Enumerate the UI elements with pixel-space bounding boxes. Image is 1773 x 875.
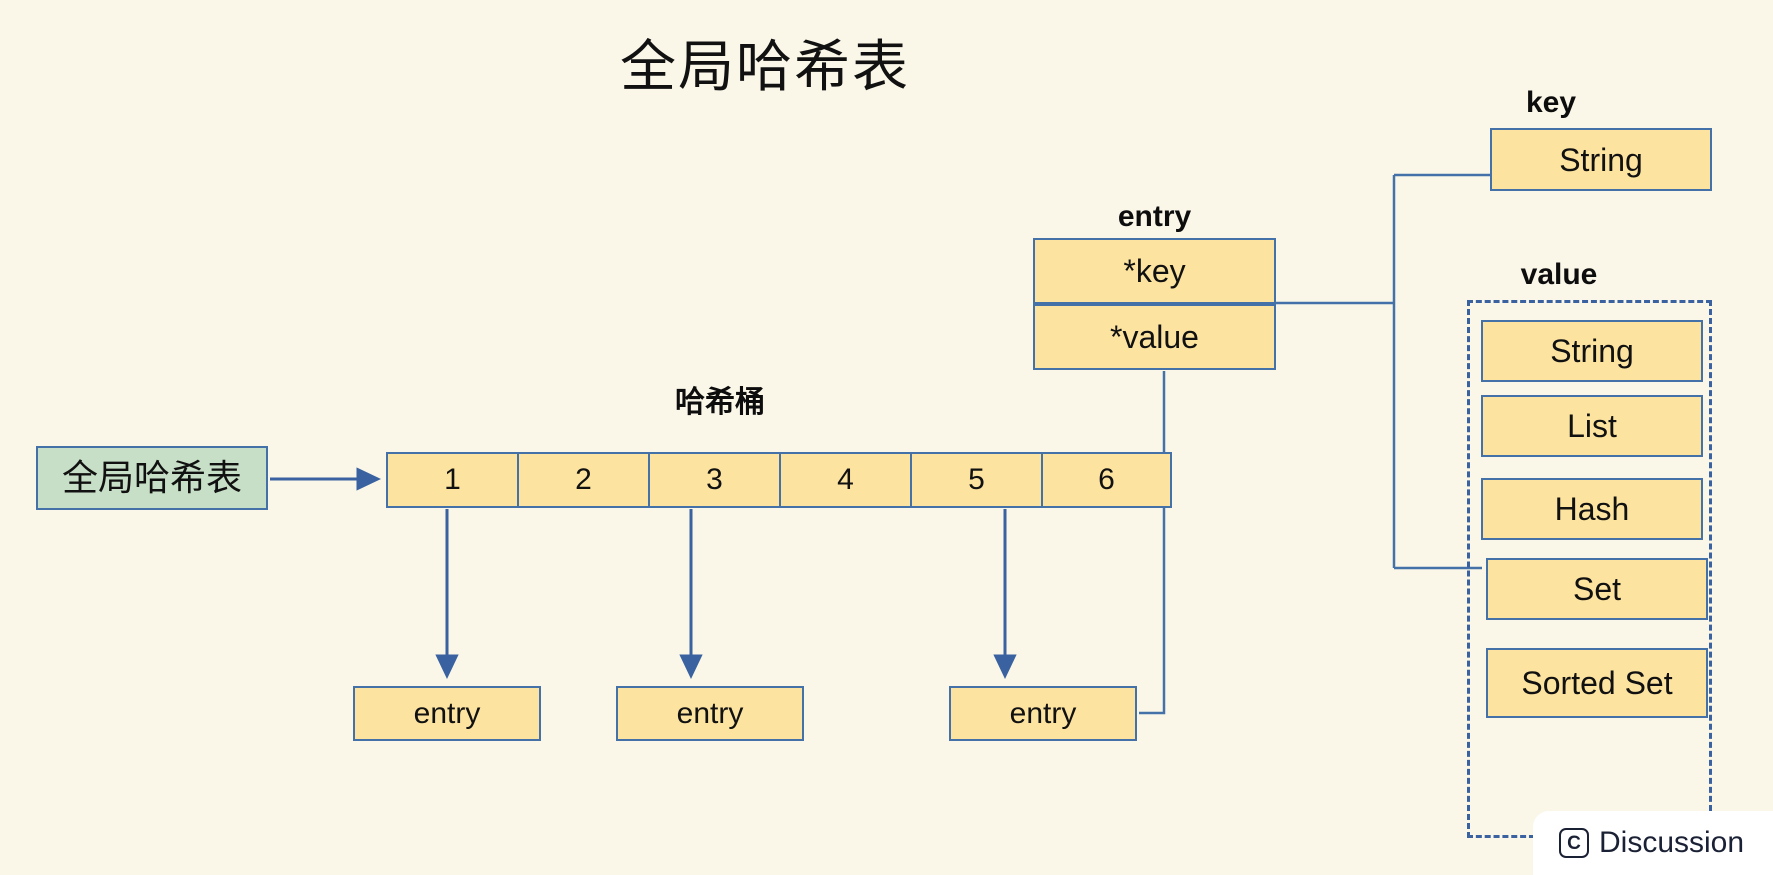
page-title: 全局哈希表 (620, 35, 910, 98)
value-type-set[interactable]: Set (1486, 558, 1708, 620)
value-group-caption: value (1520, 258, 1598, 291)
entry-box-2[interactable]: entry (616, 686, 804, 741)
entry-box-1[interactable]: entry (353, 686, 541, 741)
bucket-cell-5[interactable]: 5 (910, 452, 1041, 508)
value-type-sorted-set[interactable]: Sorted Set (1486, 648, 1708, 718)
discussion-overlay[interactable]: C Discussion (1533, 811, 1773, 875)
bucket-cell-2[interactable]: 2 (517, 452, 648, 508)
discussion-label: Discussion (1599, 826, 1745, 859)
bucket-cell-3[interactable]: 3 (648, 452, 779, 508)
key-group-caption: key (1525, 86, 1577, 119)
hash-bucket-array: 1 2 3 4 5 6 (386, 452, 1172, 508)
entry-field-key[interactable]: *key (1033, 238, 1276, 304)
value-type-string[interactable]: String (1481, 320, 1703, 382)
hash-bucket-caption: 哈希桶 (675, 386, 765, 419)
entry-box-3[interactable]: entry (949, 686, 1137, 741)
wire-entry3-to-value-field (1139, 371, 1166, 715)
value-type-hash[interactable]: Hash (1481, 478, 1703, 540)
entry-struct-caption: entry (1117, 200, 1192, 233)
global-hash-table-box[interactable]: 全局哈希表 (36, 446, 268, 510)
key-type-string[interactable]: String (1490, 128, 1712, 191)
bucket-cell-4[interactable]: 4 (779, 452, 910, 508)
bucket-cell-1[interactable]: 1 (386, 452, 517, 508)
value-type-list[interactable]: List (1481, 395, 1703, 457)
bucket-cell-6[interactable]: 6 (1041, 452, 1172, 508)
copyright-c-icon: C (1559, 828, 1589, 858)
entry-field-value[interactable]: *value (1033, 304, 1276, 370)
